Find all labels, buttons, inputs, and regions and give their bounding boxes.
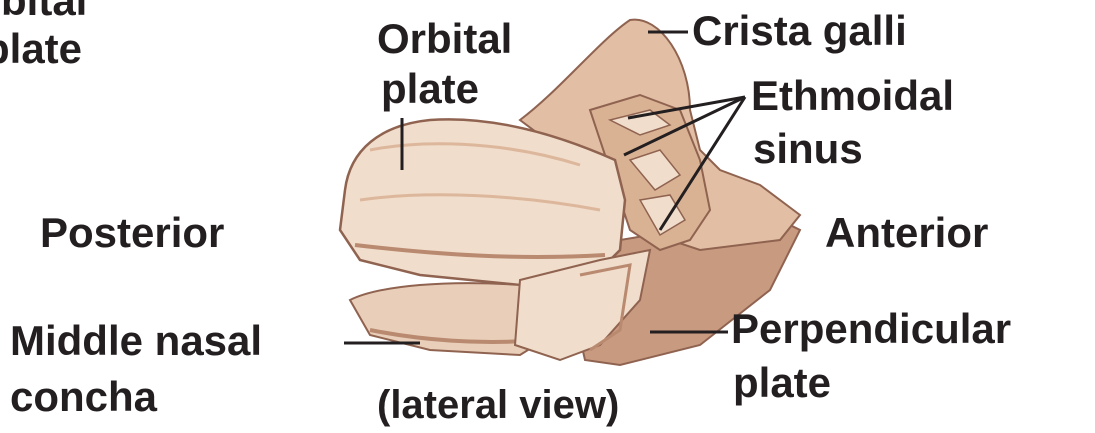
label-orbital-plate-cropped-line2: plate xyxy=(0,26,82,72)
label-ethmoidal-sinus-line1: Ethmoidal xyxy=(751,73,954,119)
label-anterior: Anterior xyxy=(825,210,988,256)
label-posterior: Posterior xyxy=(40,210,224,256)
label-orbital-plate-line2: plate xyxy=(381,66,479,112)
label-middle-nasal-concha-line2: concha xyxy=(10,374,157,420)
label-crista-galli: Crista galli xyxy=(692,8,907,54)
label-orbital-plate-cropped-line1: Orbital xyxy=(0,0,87,24)
label-ethmoidal-sinus-line2: sinus xyxy=(753,126,863,172)
label-perpendicular-plate-line1: Perpendicular xyxy=(731,306,1011,352)
caption-lateral-view: (lateral view) xyxy=(377,382,619,428)
label-middle-nasal-concha-line1: Middle nasal xyxy=(10,318,262,364)
label-orbital-plate-line1: Orbital xyxy=(377,16,512,62)
label-perpendicular-plate-line2: plate xyxy=(733,360,831,406)
